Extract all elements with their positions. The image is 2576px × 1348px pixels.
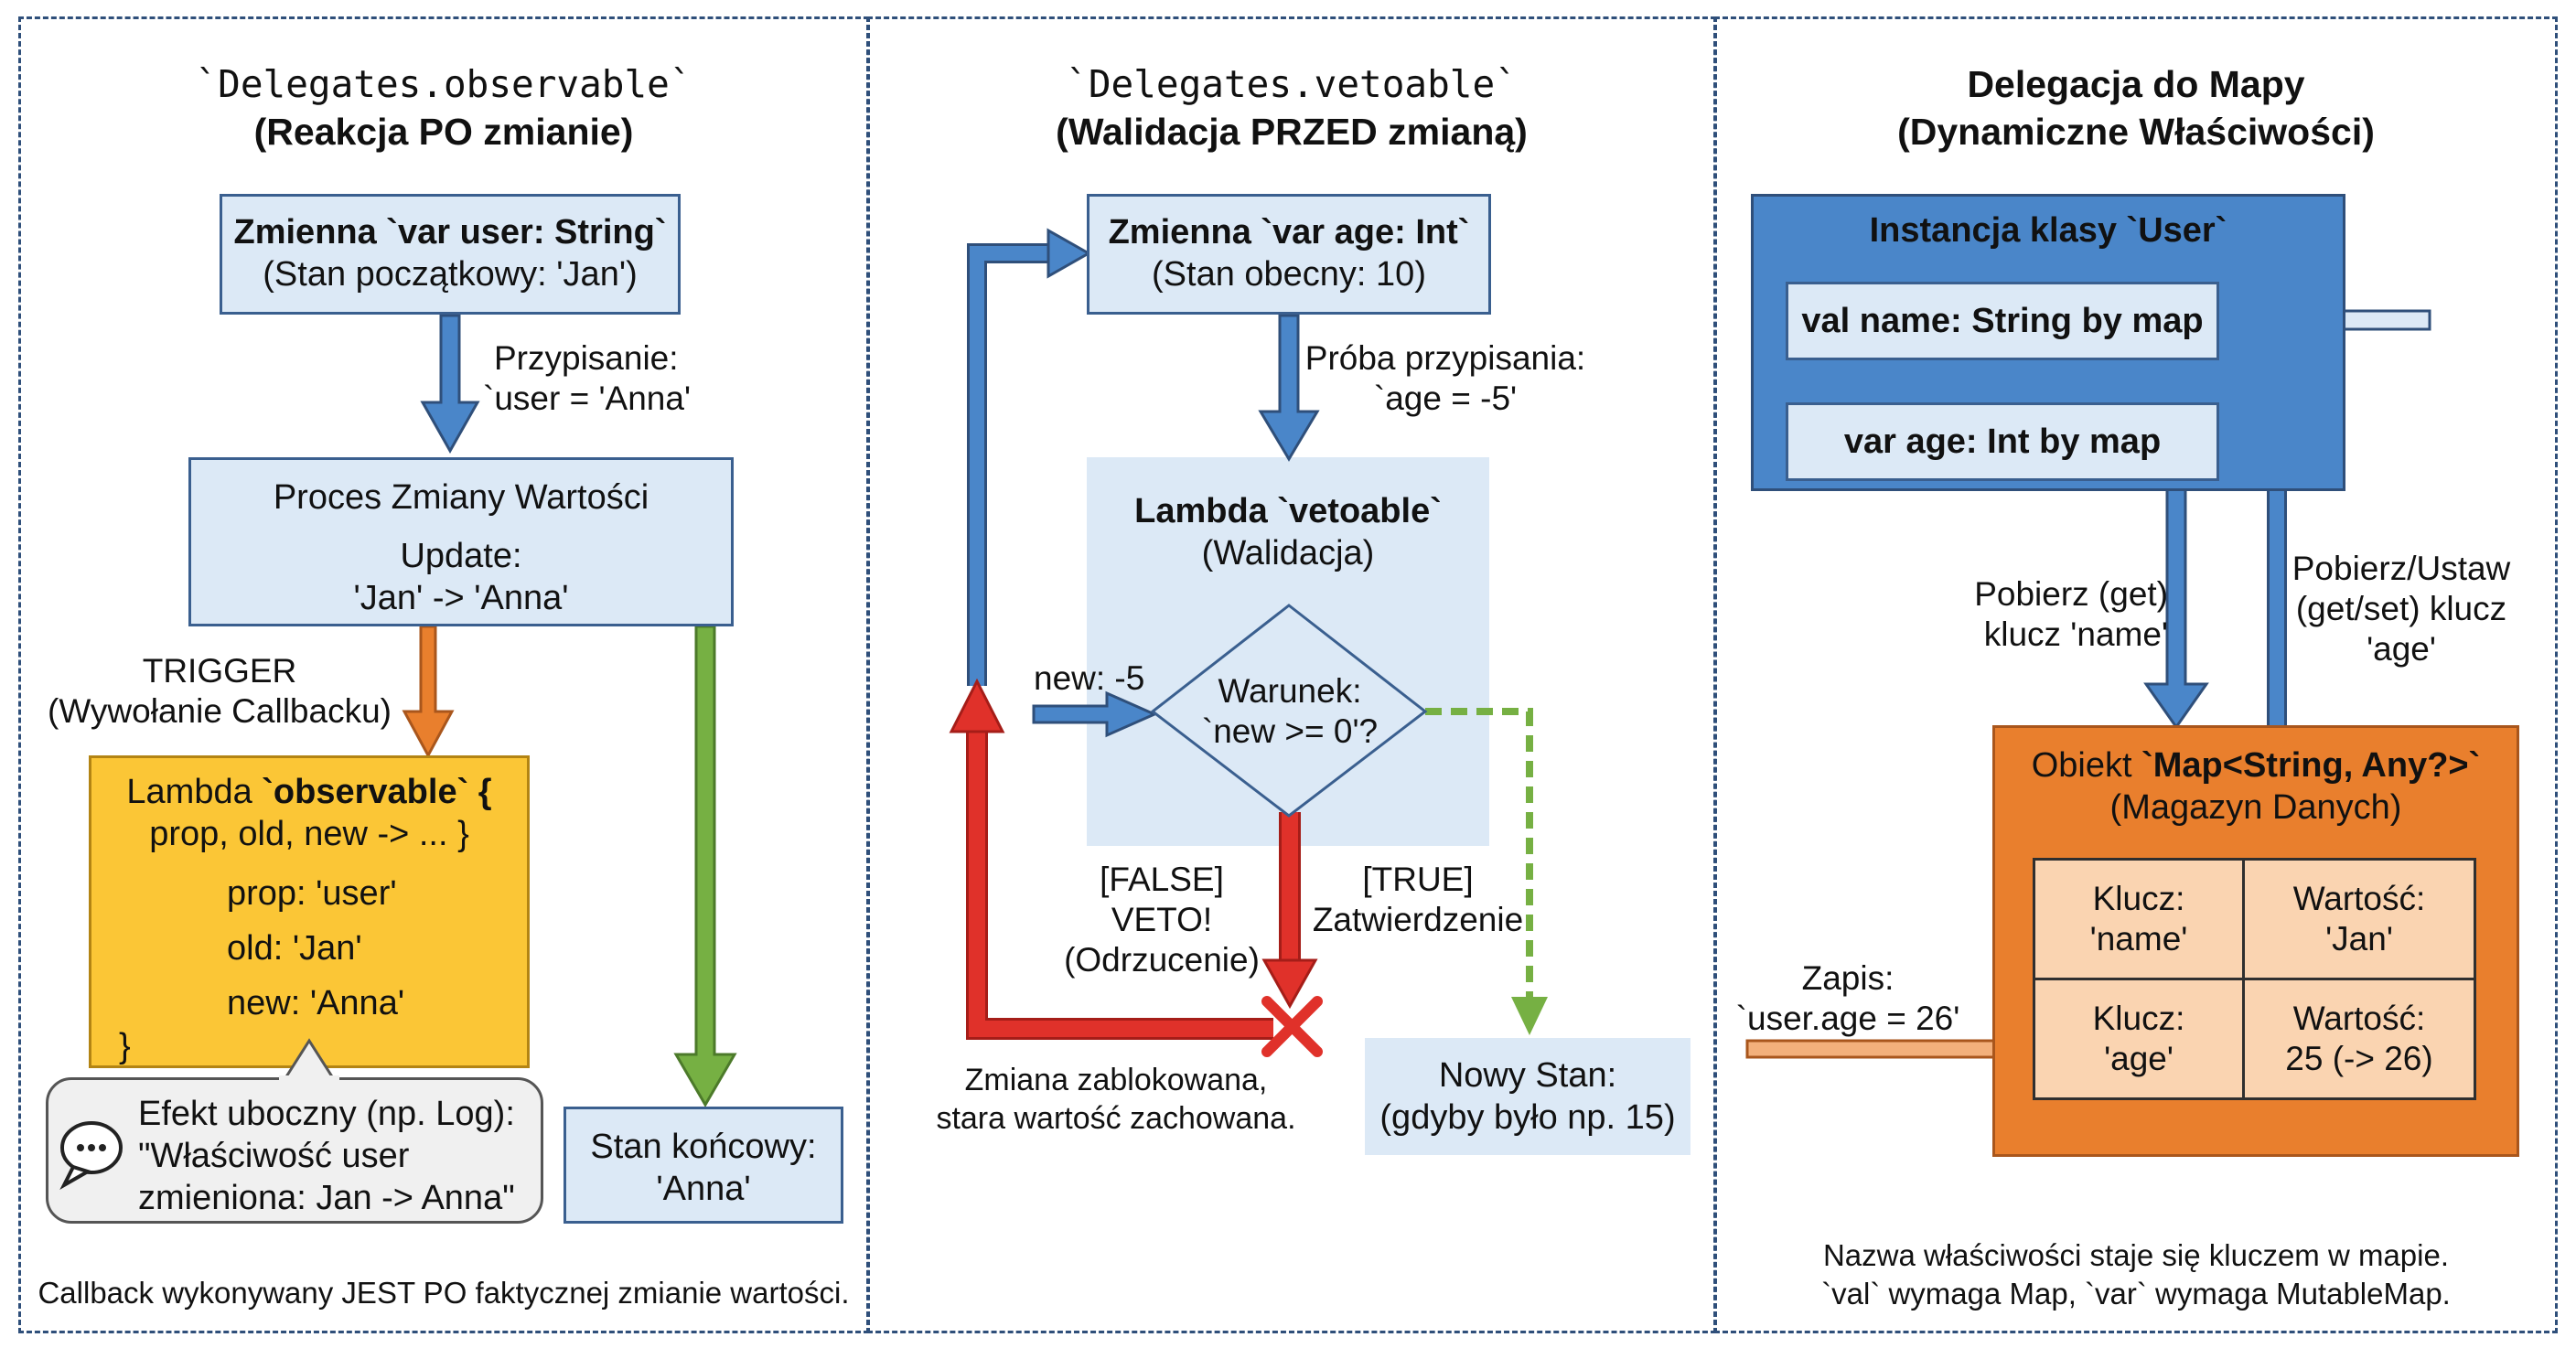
age-var-box: Zmienna `var age: Int` (Stan obecny: 10) bbox=[1087, 194, 1491, 315]
false-label: [FALSE] VETO! (Odrzucenie) bbox=[1064, 861, 1260, 979]
vetoable-title-code: `Delegates.vetoable` bbox=[1066, 62, 1518, 106]
observable-caption: Callback wykonywany JEST PO faktycznej z… bbox=[38, 1276, 850, 1310]
write-label: Zapis: `user.age = 26' bbox=[1735, 959, 1960, 1037]
blocked-label: Zmiana zablokowana, stara wartość zachow… bbox=[936, 1063, 1296, 1136]
final-state-box: Stan końcowy: 'Anna' bbox=[564, 1107, 843, 1224]
side-effect-bubble: Efekt uboczny (np. Log): "Właściwość use… bbox=[46, 1077, 543, 1224]
observable-lambda-box: Lambda `observable` { prop, old, new -> … bbox=[89, 755, 530, 1068]
map-key-cell-name: Klucz: 'name' bbox=[2033, 858, 2245, 980]
blocked-x-icon bbox=[1261, 996, 1323, 1057]
observable-title-code: `Delegates.observable` bbox=[195, 62, 692, 106]
map-title-main: Delegacja do Mapy bbox=[1967, 63, 2305, 105]
observable-title: `Delegates.observable` (Reakcja PO zmian… bbox=[18, 60, 869, 155]
getset-label: Pobierz/Ustaw (get/set) klucz 'age' bbox=[2292, 550, 2511, 668]
observable-title-sub: (Reakcja PO zmianie) bbox=[253, 111, 634, 153]
chat-icon bbox=[59, 1121, 123, 1191]
new-value-label: new: -5 bbox=[1034, 659, 1145, 697]
map-panel bbox=[1714, 16, 2558, 1333]
lambda-params: prop: 'user' old: 'Jan' new: 'Anna' bbox=[227, 866, 404, 1031]
condition-text: Warunek: `new >= 0'? bbox=[1201, 672, 1379, 750]
assign-arrow bbox=[420, 314, 480, 455]
assign-label: Przypisanie: `user = 'Anna' bbox=[483, 339, 692, 417]
process-box: Proces Zmiany Wartości Update: 'Jan' -> … bbox=[188, 457, 734, 626]
get-label: Pobierz (get) klucz 'name' bbox=[1974, 575, 2168, 653]
true-label: [TRUE] Zatwierdzenie bbox=[1312, 861, 1524, 938]
trigger-label: TRIGGER (Wywołanie Callbacku) bbox=[48, 652, 392, 730]
try-assign-arrow bbox=[1258, 314, 1320, 462]
map-key-cell-age: Klucz: 'age' bbox=[2033, 978, 2245, 1100]
age-property-box: var age: Int by map bbox=[1786, 402, 2219, 481]
param-new: new: 'Anna' bbox=[227, 984, 405, 1022]
vetoable-title-sub: (Walidacja PRZED zmianą) bbox=[1056, 111, 1528, 153]
final-state-arrow bbox=[673, 625, 737, 1107]
new-state-box: Nowy Stan: (gdyby było np. 15) bbox=[1365, 1038, 1690, 1155]
map-caption: Nazwa właściwości staje się kluczem w ma… bbox=[1821, 1238, 2451, 1311]
veto-arrow bbox=[949, 678, 1318, 1040]
loop-back-arrow bbox=[967, 228, 1092, 686]
true-path-arrow bbox=[1425, 708, 1548, 1035]
get-arrow bbox=[2143, 478, 2209, 730]
map-value-cell-name: Wartość: 'Jan' bbox=[2242, 858, 2476, 980]
user-var-box: Zmienna `var user: String` (Stan początk… bbox=[220, 194, 681, 315]
try-assign-label: Próba przypisania: `age = -5' bbox=[1304, 339, 1586, 417]
trigger-arrow bbox=[402, 625, 455, 759]
param-old: old: 'Jan' bbox=[227, 929, 362, 968]
map-value-cell-age: Wartość: 25 (-> 26) bbox=[2242, 978, 2476, 1100]
vetoable-title: `Delegates.vetoable` (Walidacja PRZED zm… bbox=[867, 60, 1716, 155]
map-title-sub: (Dynamiczne Właściwości) bbox=[1897, 111, 2375, 153]
condition-diamond bbox=[1150, 604, 1428, 818]
name-property-box: val name: String by map bbox=[1786, 282, 2219, 360]
param-prop: prop: 'user' bbox=[227, 874, 397, 913]
map-title: Delegacja do Mapy (Dynamiczne Właściwośc… bbox=[1714, 60, 2558, 155]
new-value-arrow bbox=[1032, 690, 1158, 738]
